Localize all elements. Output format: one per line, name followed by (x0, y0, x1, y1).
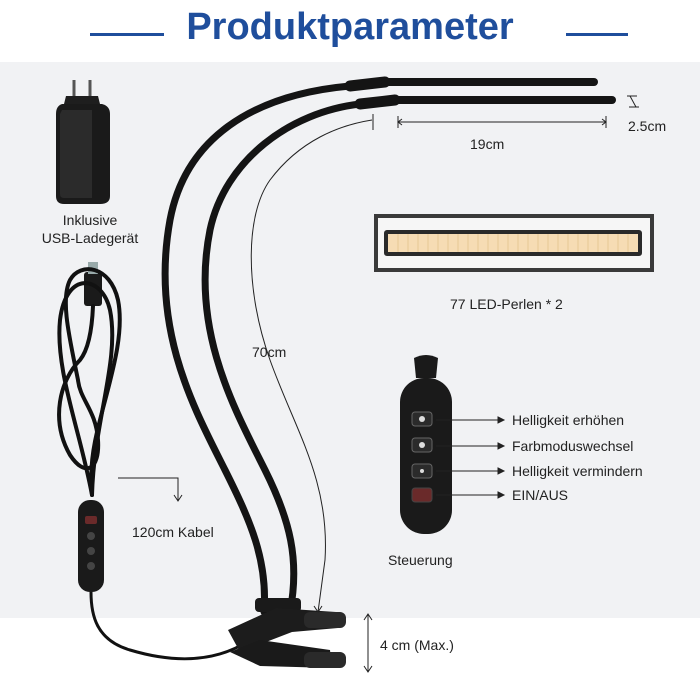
charger-label-line2: USB-Ladegerät (41, 230, 139, 246)
gooseneck-length-label: 70cm (252, 344, 287, 360)
title-rule-left (90, 33, 164, 36)
control-label-brightness-down: Helligkeit vermindern (512, 463, 643, 479)
dimension-clip (363, 613, 373, 673)
page-title: Produktparameter (186, 6, 514, 48)
dimension-cable (118, 477, 183, 502)
cable-length-label: 120cm Kabel (132, 524, 214, 540)
dimension-head-length (372, 114, 607, 130)
stage-bottom (0, 618, 700, 700)
title-rule-right (566, 33, 628, 36)
led-strip-icon (374, 214, 654, 272)
header: Produktparameter (0, 0, 700, 62)
gooseneck-arms-icon (161, 76, 616, 616)
dimension-gooseneck (250, 119, 373, 613)
controller-closeup-icon (400, 355, 452, 534)
clamp-icon (228, 598, 346, 668)
dimension-head-height (627, 95, 639, 108)
control-label-brightness-up: Helligkeit erhöhen (512, 412, 625, 428)
led-count-label: 77 LED-Perlen * 2 (450, 296, 563, 312)
controller-arrows (436, 416, 506, 499)
charger-label-line1: Inklusive (62, 212, 118, 228)
control-label-power: EIN/AUS (512, 487, 569, 503)
product-stage (0, 62, 700, 700)
control-label-color-mode: Farbmoduswechsel (512, 438, 634, 454)
usb-charger-icon (56, 80, 110, 204)
usb-cable-icon (57, 262, 122, 497)
head-height-label: 2.5cm (628, 118, 667, 134)
inline-controller-icon (78, 500, 251, 661)
head-length-label: 19cm (470, 136, 505, 152)
controller-caption: Steuerung (388, 552, 453, 568)
clip-opening-label: 4 cm (Max.) (380, 637, 454, 653)
